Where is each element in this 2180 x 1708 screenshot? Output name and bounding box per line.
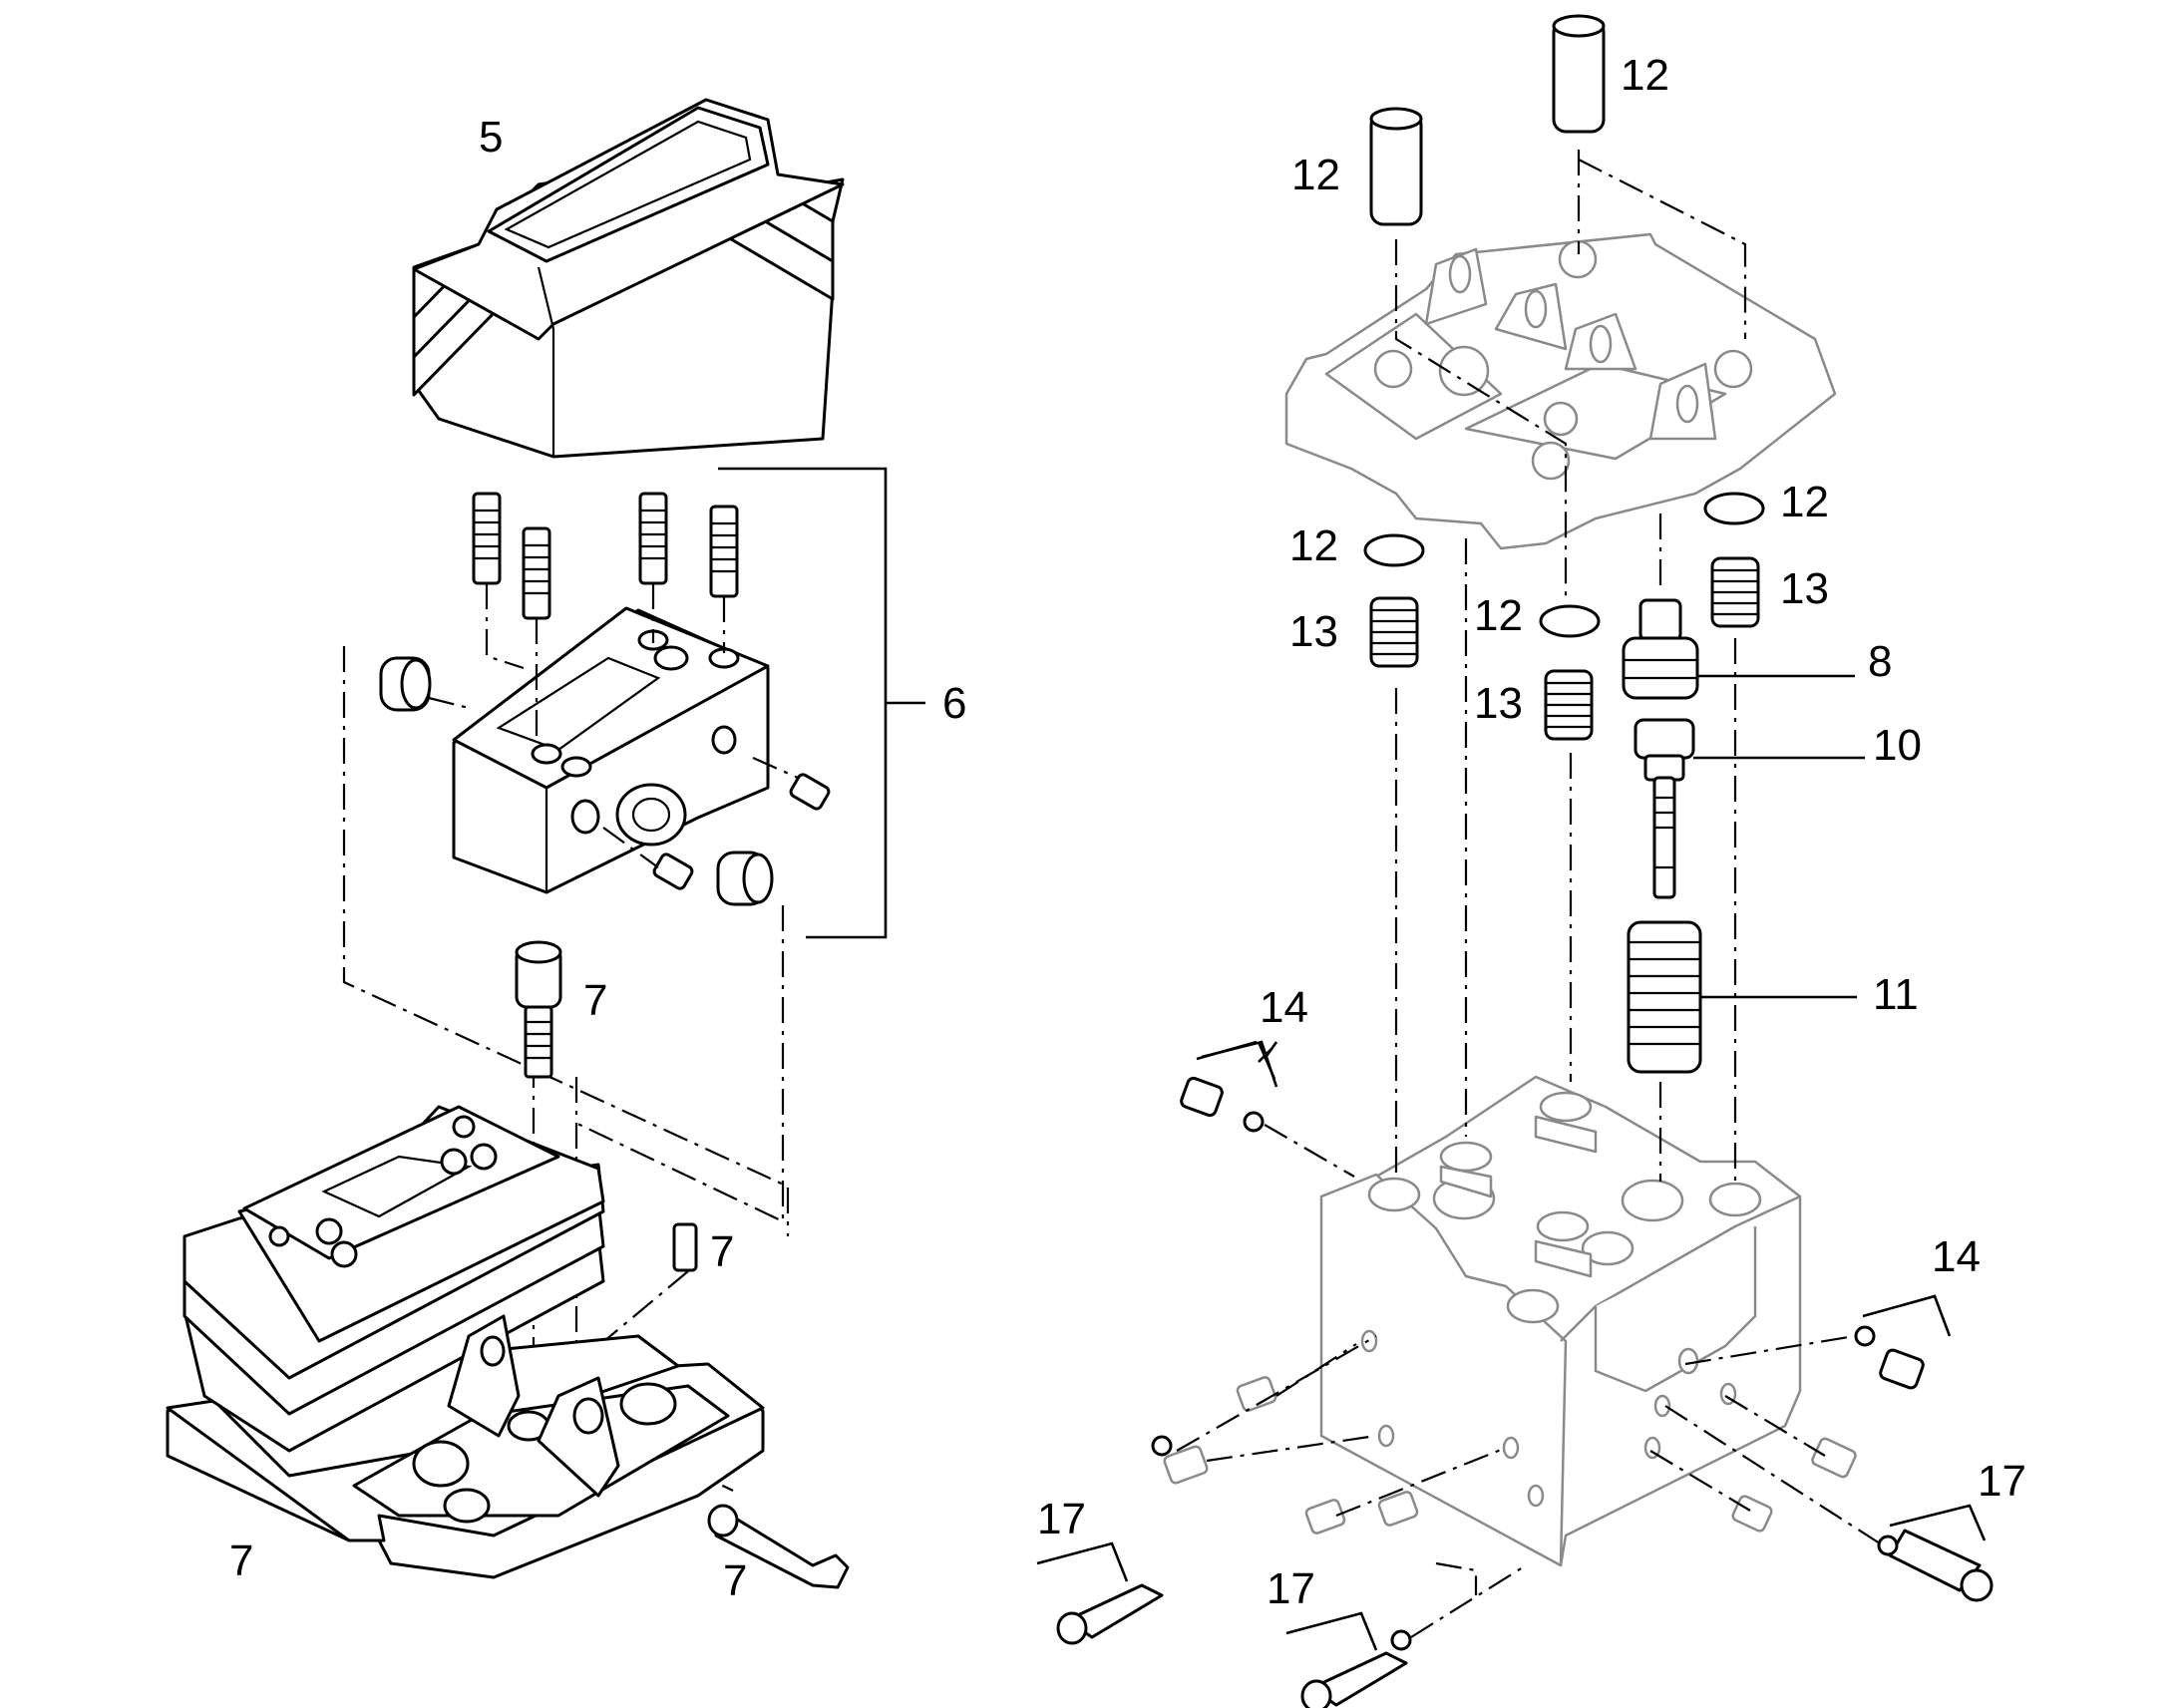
callout-12-ring-left: 12 — [1289, 521, 1338, 570]
callout-12-top-right: 12 — [1621, 51, 1669, 100]
plug-right — [1854, 1325, 1925, 1390]
main-spring — [1627, 920, 1702, 1074]
rubber-boot — [412, 98, 845, 459]
o-ring-left — [1363, 533, 1425, 567]
spring-left — [1369, 596, 1419, 668]
pin-left — [1056, 1435, 1173, 1645]
callout-17-mid: 17 — [1267, 1564, 1315, 1613]
pivot-pin — [707, 1504, 850, 1589]
callout-12-top-left: 12 — [1291, 151, 1340, 199]
callout-10: 10 — [1873, 721, 1922, 770]
callout-17-right: 17 — [1978, 1457, 2026, 1506]
pin-mid — [1300, 1629, 1412, 1708]
callout-8: 8 — [1868, 637, 1892, 686]
callout-13-left: 13 — [1289, 607, 1338, 656]
o-ring-mid — [1539, 604, 1601, 638]
callout-12-ring-right: 12 — [1780, 478, 1829, 526]
callout-7-pin: 7 — [723, 1556, 747, 1605]
socket-head-bolt — [515, 940, 562, 1079]
pin-right — [1877, 1529, 1994, 1602]
callout-5: 5 — [479, 113, 503, 162]
callout-13-right: 13 — [1780, 564, 1829, 613]
assembly-center-lines-right — [1176, 150, 1881, 1638]
callout-11: 11 — [1873, 970, 1919, 1019]
valve-body — [1319, 1075, 1802, 1567]
plunger-assembly — [1622, 598, 1699, 700]
valve-block — [379, 492, 831, 906]
callout-17-left: 17 — [1037, 1495, 1086, 1543]
lever-base — [166, 1105, 765, 1579]
callout-7-set-screw: 7 — [710, 1227, 734, 1276]
leader-lines — [1036, 674, 1987, 1651]
plug-left — [1180, 1076, 1265, 1133]
callout-7-bolt: 7 — [583, 976, 607, 1025]
callout-14-left: 14 — [1260, 983, 1308, 1032]
callout-13-mid: 13 — [1474, 679, 1523, 728]
callout-6: 6 — [942, 679, 966, 728]
callout-7-base: 7 — [229, 1537, 253, 1585]
callout-12-ring-mid: 12 — [1474, 591, 1523, 640]
callout-14-right: 14 — [1932, 1232, 1981, 1281]
set-screws-right — [1163, 1376, 1857, 1535]
pin-top-right — [1552, 14, 1606, 134]
pin-top-left — [1369, 107, 1423, 226]
valve-stem — [1634, 718, 1695, 899]
spring-right — [1710, 556, 1760, 628]
top-plate — [1284, 232, 1837, 550]
set-screw — [672, 1222, 698, 1272]
o-ring-right — [1703, 492, 1765, 525]
spring-mid — [1544, 669, 1594, 741]
